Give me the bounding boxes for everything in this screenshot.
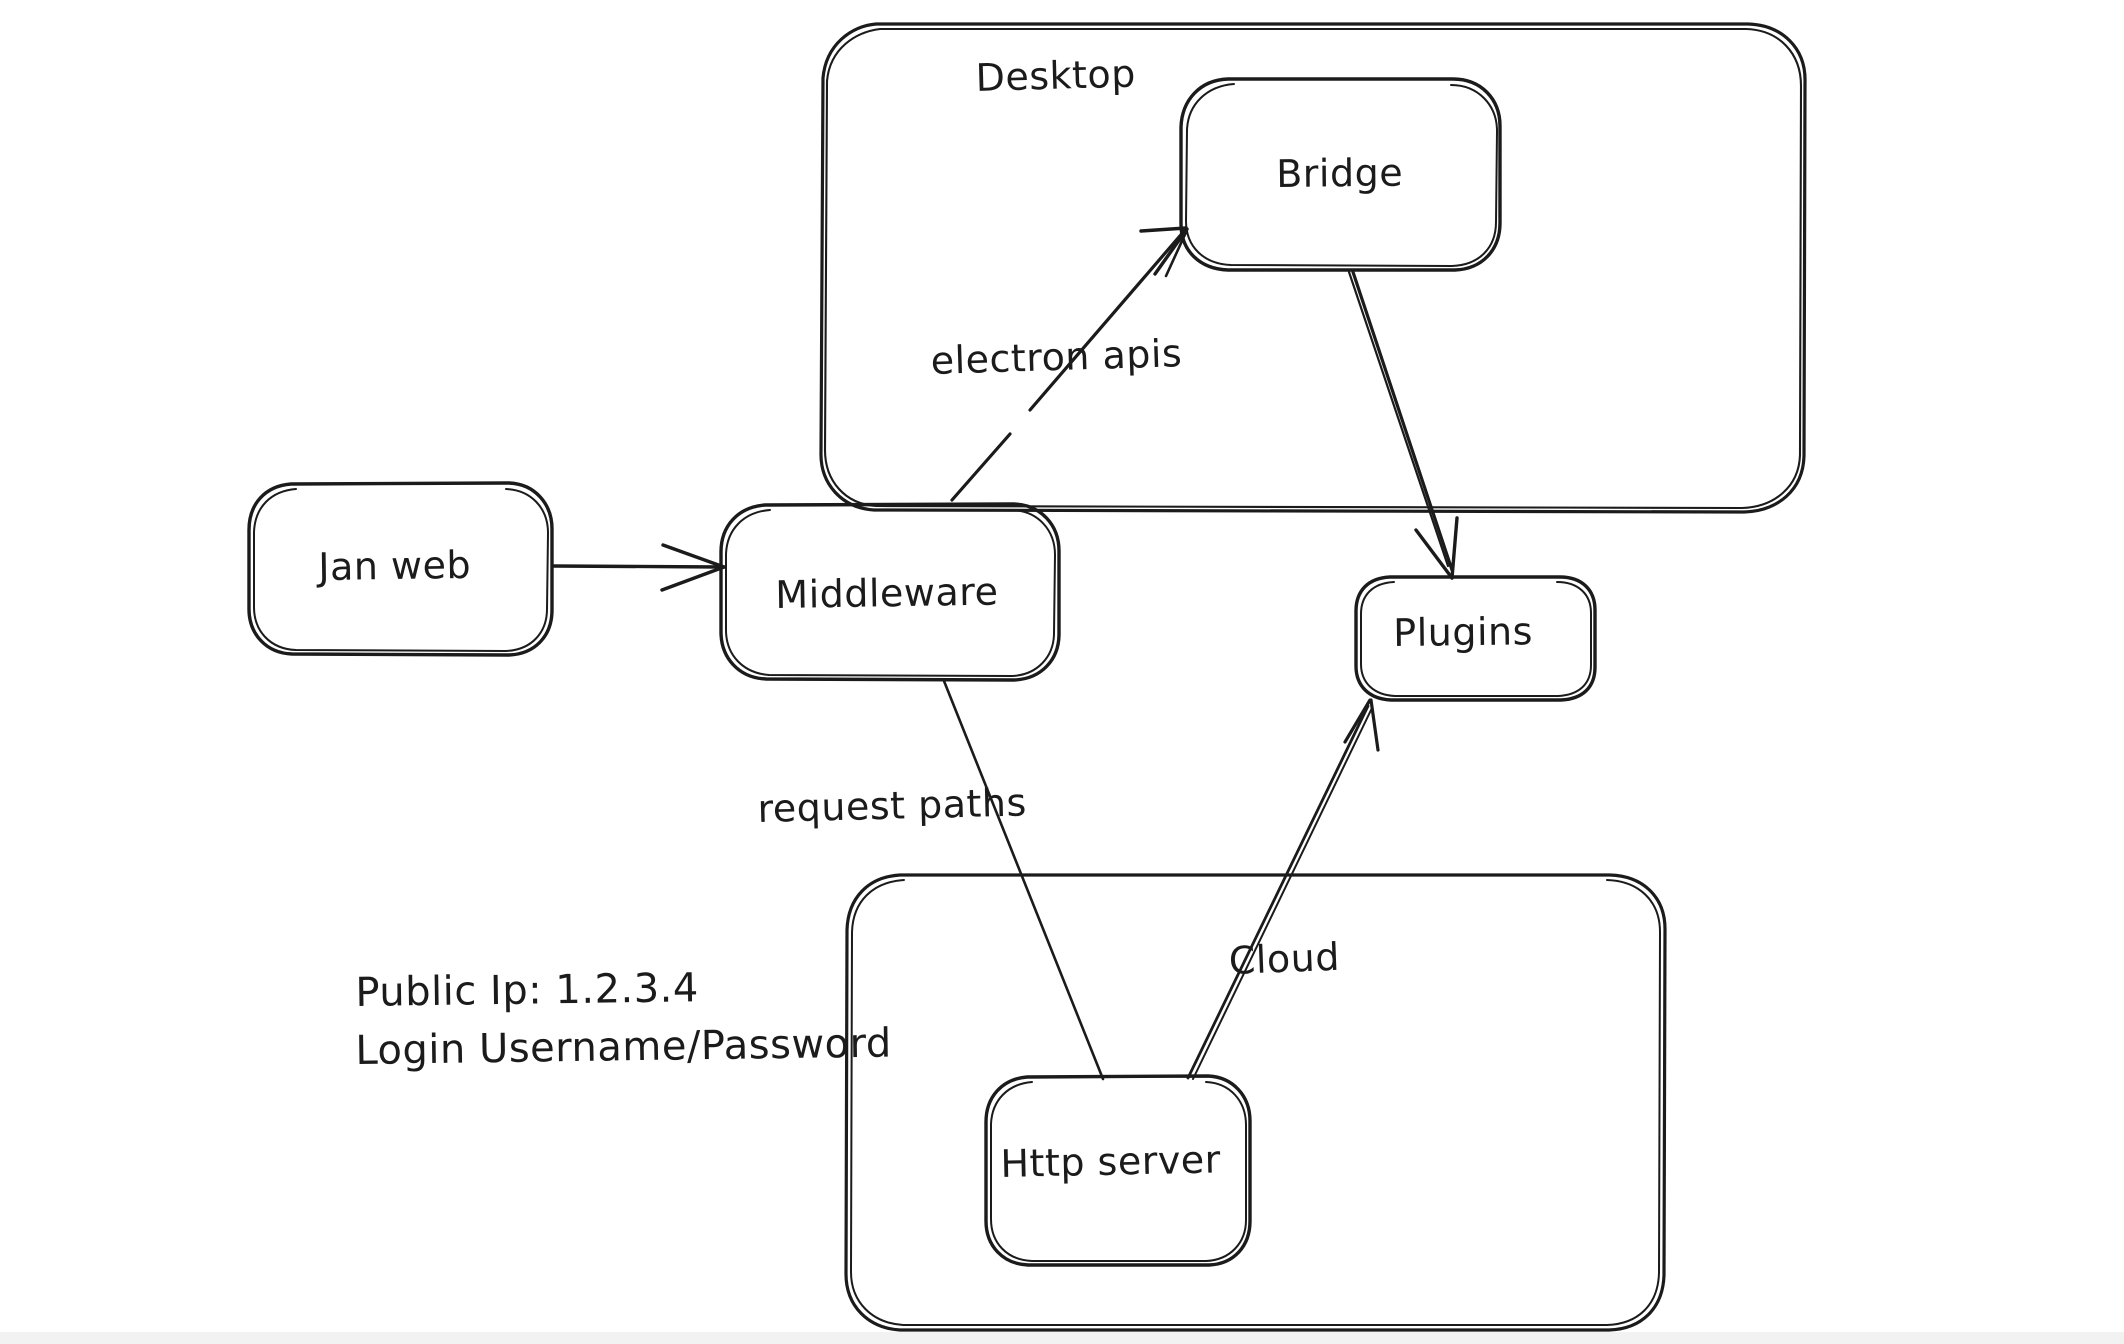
edge-label-electron-apis: electron apis xyxy=(930,331,1183,383)
node-label-plugins[interactable]: Plugins xyxy=(1393,609,1534,655)
edge-label-request-paths: request paths xyxy=(757,780,1028,831)
edge-label-cloud: Cloud xyxy=(1228,934,1341,983)
edge-bridge-to-plugins xyxy=(1347,270,1459,580)
edge-http-server-to-plugins xyxy=(1186,698,1380,1080)
node-bridge-outline xyxy=(1179,77,1502,272)
node-label-middleware[interactable]: Middleware xyxy=(775,569,999,617)
node-jan-web-outline xyxy=(247,481,554,657)
edge-middleware-to-bridge xyxy=(950,226,1189,502)
node-http-server-outline xyxy=(984,1074,1252,1267)
group-label-desktop: Desktop xyxy=(975,51,1137,100)
note-login-credentials: Login Username/Password xyxy=(355,1020,893,1074)
note-public-ip: Public Ip: 1.2.3.4 xyxy=(355,965,700,1016)
bottom-edge-strip xyxy=(0,1332,2124,1344)
node-label-bridge[interactable]: Bridge xyxy=(1276,150,1404,196)
node-label-jan-web[interactable]: Jan web xyxy=(318,542,472,589)
edge-janweb-to-middleware xyxy=(551,543,726,592)
node-label-http-server[interactable]: Http server xyxy=(1000,1137,1222,1186)
node-middleware-outline xyxy=(719,502,1061,682)
edge-middleware-to-http-server xyxy=(942,679,1105,1081)
group-desktop-outline xyxy=(819,22,1807,514)
group-cloud-outline xyxy=(844,873,1667,1332)
node-plugins-outline xyxy=(1354,575,1597,702)
